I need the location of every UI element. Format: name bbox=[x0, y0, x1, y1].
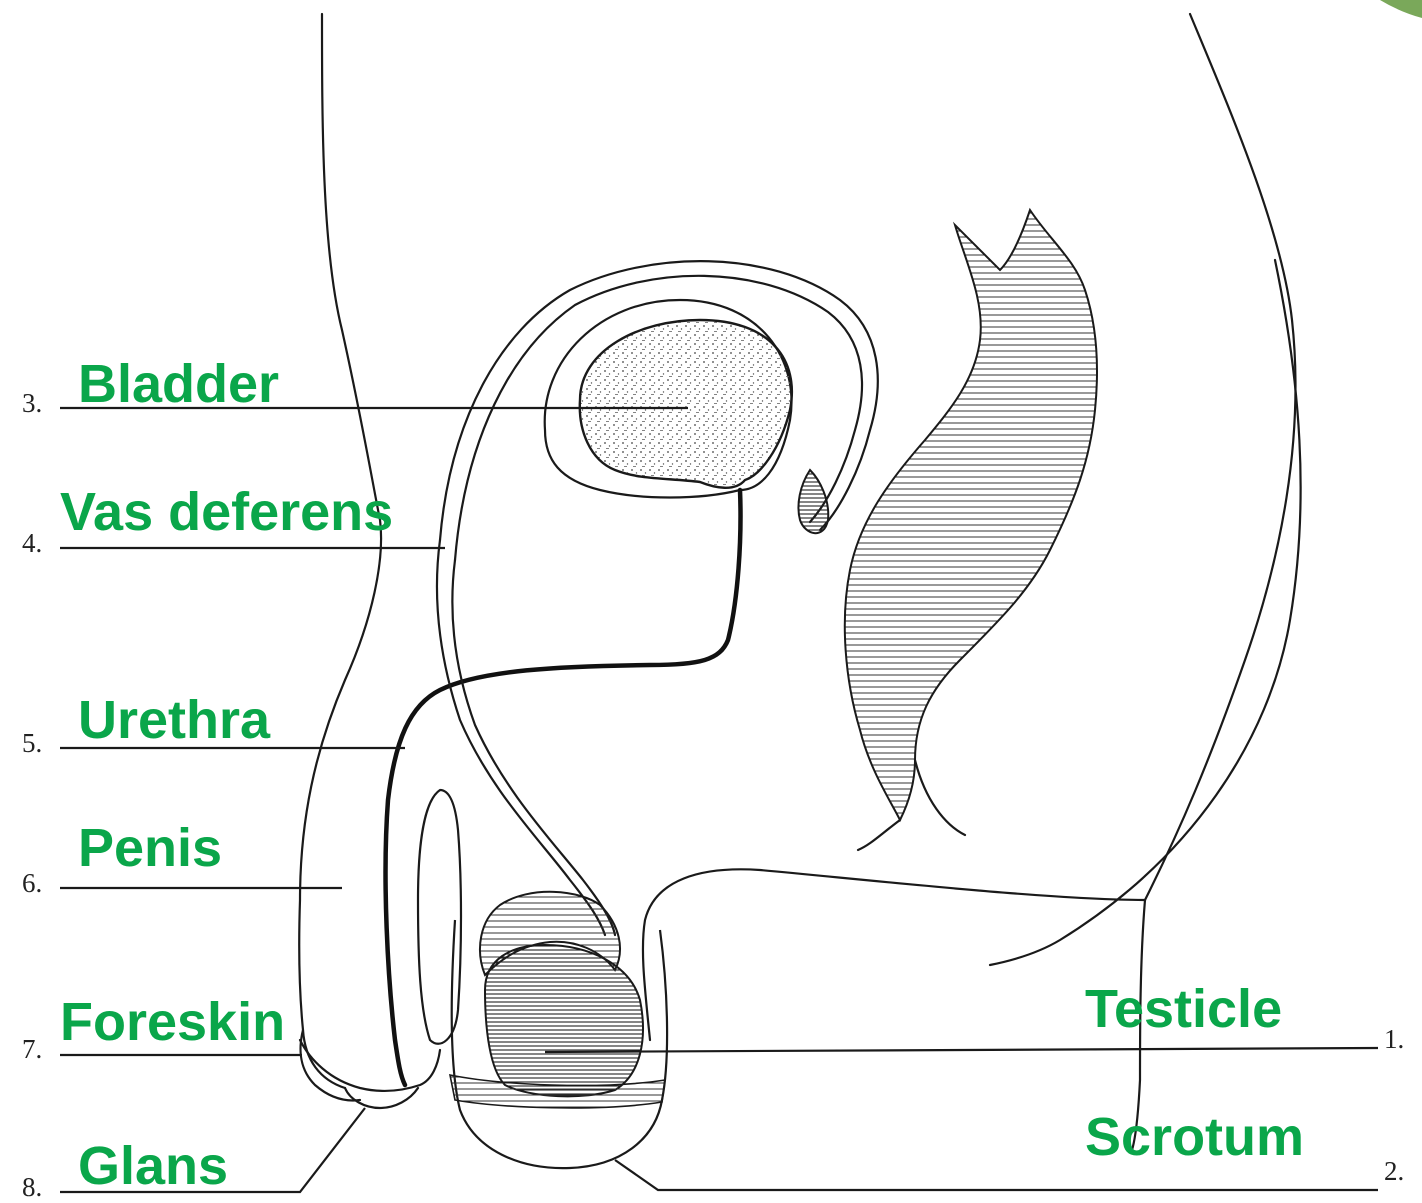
label-7: 7. Foreskin bbox=[22, 992, 302, 1064]
penis-shaft-lower bbox=[300, 1040, 440, 1091]
label-1-leader bbox=[545, 1048, 1378, 1052]
label-6-answer: Penis bbox=[78, 818, 222, 878]
label-8-number: 8. bbox=[22, 1172, 42, 1198]
bladder-lumen bbox=[580, 320, 792, 488]
testis bbox=[485, 945, 643, 1096]
label-6: 6. Penis bbox=[22, 818, 342, 898]
label-8: 8. Glans bbox=[22, 1108, 365, 1198]
label-3-answer: Bladder bbox=[78, 354, 279, 414]
label-4-answer: Vas deferens bbox=[60, 482, 393, 542]
label-4-number: 4. bbox=[22, 528, 42, 558]
corpus-spongiosum bbox=[418, 790, 461, 1044]
back-outline bbox=[1145, 14, 1295, 900]
label-3-number: 3. bbox=[22, 388, 42, 418]
label-2-answer: Scrotum bbox=[1085, 1107, 1304, 1167]
label-5-answer: Urethra bbox=[78, 690, 271, 750]
label-6-number: 6. bbox=[22, 868, 42, 898]
label-2: 2. Scrotum bbox=[615, 1107, 1404, 1190]
perineum-outline bbox=[643, 869, 1145, 1040]
label-1-answer: Testicle bbox=[1085, 979, 1282, 1039]
label-1-number: 1. bbox=[1384, 1024, 1404, 1054]
corner-badge bbox=[1380, 0, 1422, 18]
label-8-answer: Glans bbox=[78, 1136, 228, 1196]
label-1: 1. Testicle bbox=[545, 979, 1404, 1054]
label-7-number: 7. bbox=[22, 1034, 42, 1064]
foreskin bbox=[301, 1030, 360, 1100]
rectum bbox=[845, 210, 1097, 820]
label-2-number: 2. bbox=[1384, 1156, 1404, 1186]
abdomen-front-outline bbox=[299, 14, 381, 1088]
vas-deferens-inner bbox=[452, 560, 615, 935]
label-7-answer: Foreskin bbox=[60, 992, 285, 1052]
label-5-number: 5. bbox=[22, 728, 42, 758]
seminal-vesicle bbox=[798, 470, 828, 533]
label-5: 5. Urethra bbox=[22, 690, 405, 758]
